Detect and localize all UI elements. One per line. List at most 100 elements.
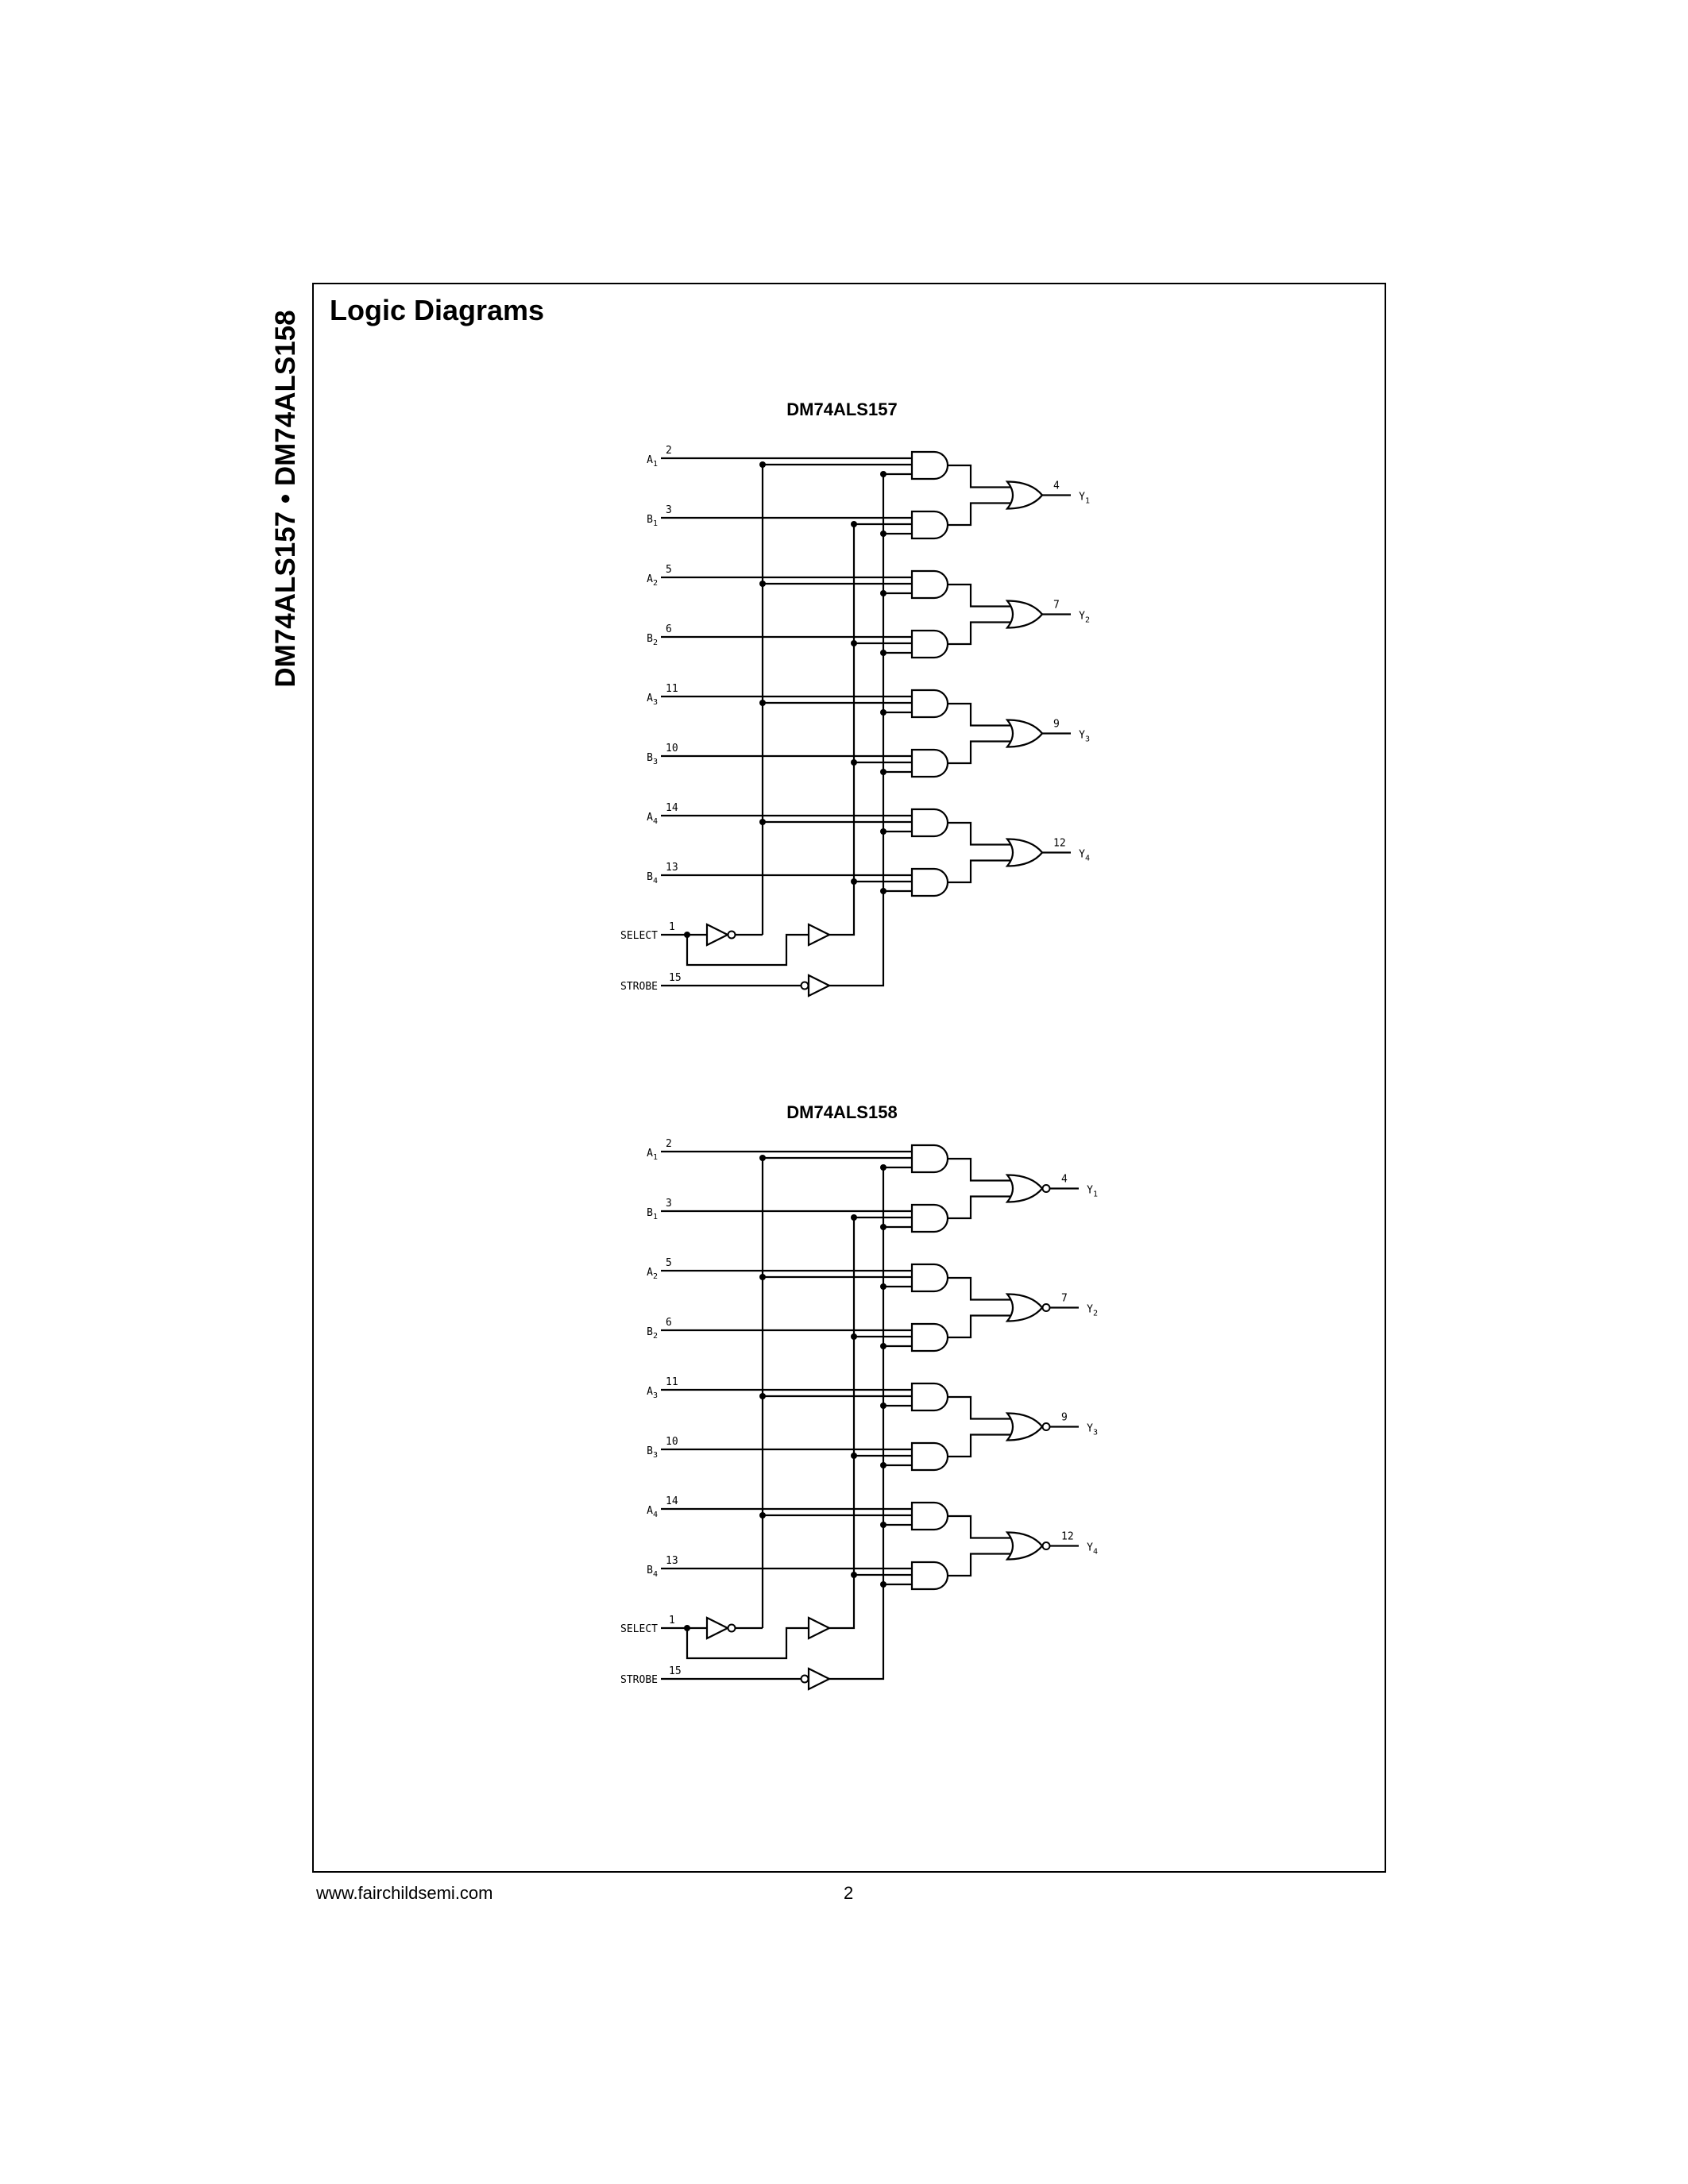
and-gate — [910, 1203, 949, 1233]
and-gate — [910, 1263, 949, 1293]
gate-to-or-wire — [948, 1433, 1012, 1458]
gate-to-or-wire — [948, 1195, 1012, 1220]
output-pin-number: 12 — [1061, 1531, 1074, 1543]
output-label: Y1 — [1079, 492, 1090, 506]
input-label: B4 — [647, 871, 658, 886]
select-inverter — [705, 923, 730, 947]
pin-number: 6 — [666, 1317, 672, 1329]
or-gate — [1005, 1293, 1044, 1322]
input-label: A3 — [647, 1386, 658, 1400]
signal-subscript: 2 — [653, 1332, 658, 1341]
and-gate — [910, 569, 949, 600]
pin-number: 5 — [666, 564, 672, 576]
select-inverter — [705, 1616, 730, 1640]
inversion-bubble — [727, 930, 736, 940]
select-label: SELECT — [620, 1623, 658, 1635]
gate-to-or-wire — [948, 1395, 1012, 1420]
gate-to-or-wire — [948, 740, 1012, 765]
select-label: SELECT — [620, 930, 658, 942]
output-pin-number: 4 — [1053, 480, 1060, 492]
strobe-buffer — [807, 1667, 832, 1691]
footer-url[interactable]: www.fairchildsemi.com — [316, 1883, 493, 1903]
and-gate — [910, 689, 949, 719]
gate-to-or-wire — [948, 1276, 1012, 1301]
input-label: A4 — [647, 812, 658, 826]
inversion-bubble — [1041, 1542, 1051, 1550]
strobe-label: STROBE — [620, 981, 658, 993]
signal-subscript: 4 — [1093, 1548, 1098, 1557]
and-gate — [910, 1561, 949, 1591]
signal-subscript: 2 — [1085, 616, 1090, 625]
inversion-bubble — [1041, 1422, 1051, 1431]
input-label: B2 — [647, 633, 658, 647]
or-gate — [1005, 1412, 1044, 1441]
signal-subscript: 2 — [653, 639, 658, 647]
signal-subscript: 3 — [653, 1451, 658, 1460]
output-pin-number: 7 — [1061, 1293, 1068, 1305]
select-buffer — [807, 923, 832, 947]
input-label: A3 — [647, 693, 658, 707]
select-buffer — [807, 1616, 832, 1640]
inversion-bubble — [800, 1674, 809, 1684]
and-gate — [910, 629, 949, 659]
input-label: A2 — [647, 573, 658, 588]
and-gate — [910, 450, 949, 480]
pin-number: 5 — [666, 1257, 672, 1269]
output-label: Y2 — [1087, 1304, 1098, 1318]
gate-to-or-wire — [948, 621, 1012, 646]
signal-subscript: 1 — [1085, 497, 1090, 506]
gate-to-or-wire — [948, 1553, 1012, 1577]
gate-to-or-wire — [948, 1157, 1012, 1182]
pin-number: 13 — [666, 1555, 678, 1567]
output-pin-number: 7 — [1053, 600, 1060, 612]
strobe-bus — [829, 474, 885, 987]
signal-subscript: 1 — [653, 519, 658, 528]
pin-number: 11 — [666, 1376, 678, 1388]
input-label: B1 — [647, 1207, 658, 1221]
and-gate — [910, 1382, 949, 1412]
strobe-bus — [829, 1167, 885, 1680]
signal-subscript: 3 — [653, 1391, 658, 1400]
signal-subscript: 3 — [653, 758, 658, 766]
signal-subscript: 4 — [653, 817, 658, 826]
gate-to-or-wire — [948, 1515, 1012, 1539]
output-pin-number: 9 — [1053, 719, 1060, 731]
select-pin-number: 1 — [669, 921, 675, 933]
signal-subscript: 1 — [1093, 1190, 1098, 1199]
pin-number: 11 — [666, 683, 678, 695]
logic-diagram-157: A12B13A25B26A311B310A414B4134Y17Y29Y312Y… — [620, 445, 1090, 997]
output-label: Y1 — [1087, 1185, 1098, 1199]
select-pin-number: 1 — [669, 1615, 675, 1626]
signal-subscript: 2 — [1093, 1310, 1098, 1318]
diagram-title-158: DM74ALS158 — [786, 1102, 898, 1122]
gate-to-or-wire — [948, 702, 1012, 727]
select-branch-wire — [686, 1626, 809, 1660]
inversion-bubble — [1041, 1303, 1051, 1312]
signal-subscript: 4 — [653, 1511, 658, 1519]
signal-subscript: 3 — [653, 698, 658, 707]
gate-to-or-wire — [948, 502, 1012, 527]
and-gate — [910, 867, 949, 897]
select-bus — [829, 1217, 856, 1630]
or-gate — [1005, 600, 1044, 629]
input-label: A4 — [647, 1505, 658, 1519]
strobe-pin-number: 15 — [669, 972, 682, 984]
input-label: A1 — [647, 454, 658, 469]
or-gate — [1005, 838, 1044, 867]
pin-number: 10 — [666, 743, 678, 754]
and-gate — [910, 1501, 949, 1531]
strobe-pin-number: 15 — [669, 1665, 682, 1677]
select-bus — [829, 524, 856, 936]
signal-subscript: 4 — [653, 877, 658, 886]
diagram-title-157: DM74ALS157 — [786, 399, 898, 419]
pin-number: 3 — [666, 1198, 672, 1210]
pin-number: 13 — [666, 862, 678, 874]
input-label: A2 — [647, 1267, 658, 1281]
output-pin-number: 12 — [1053, 838, 1066, 850]
inversion-bubble — [1041, 1184, 1051, 1193]
or-gate — [1005, 719, 1044, 748]
or-gate — [1005, 480, 1044, 510]
input-label: B1 — [647, 514, 658, 528]
strobe-buffer — [807, 974, 832, 997]
signal-subscript: 1 — [653, 460, 658, 469]
